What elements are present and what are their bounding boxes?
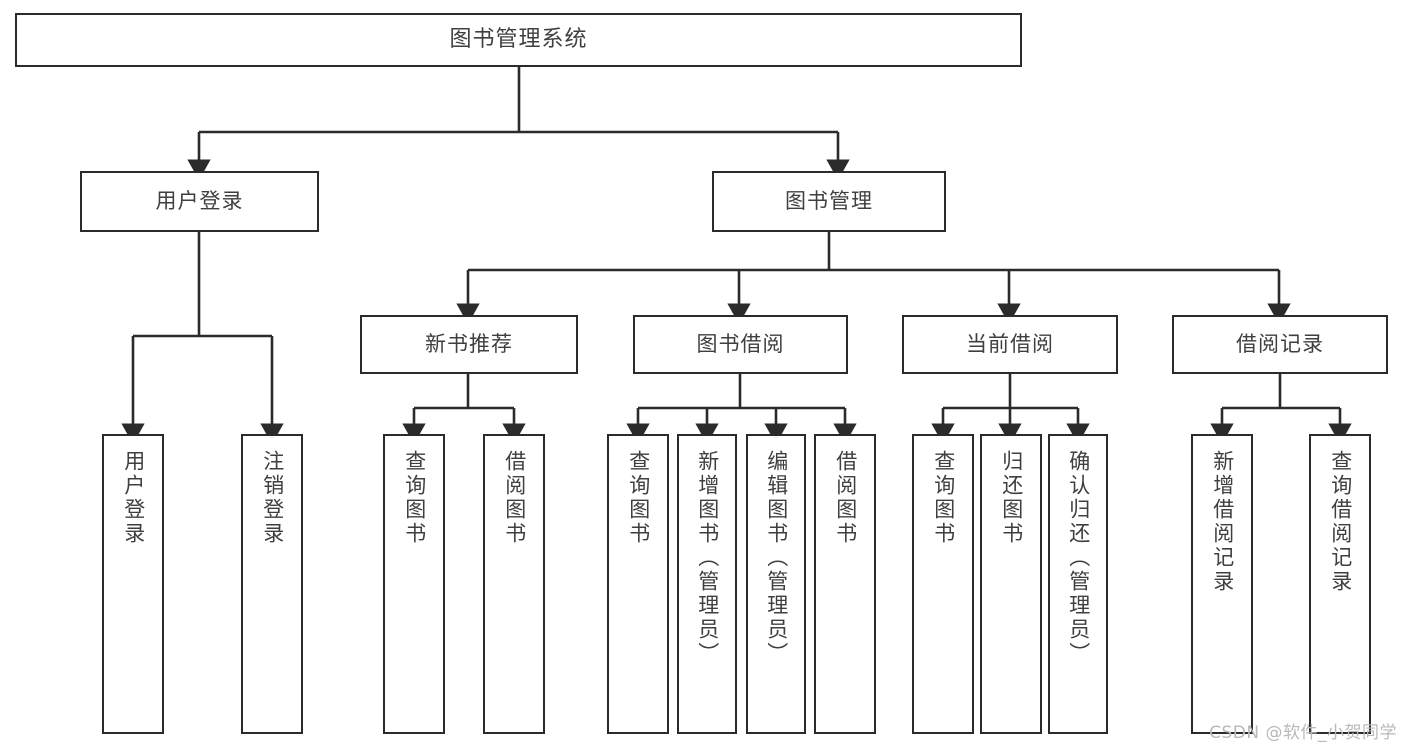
node-root-system[interactable]: 图书管理系统: [15, 13, 1022, 67]
node-label: 编辑图书（管理员）: [764, 450, 789, 666]
leaf-return-book[interactable]: 归还图书: [980, 434, 1042, 734]
leaf-user-login[interactable]: 用户登录: [102, 434, 164, 734]
leaf-add-book-admin[interactable]: 新增图书（管理员）: [677, 434, 737, 734]
leaf-edit-book-admin[interactable]: 编辑图书（管理员）: [746, 434, 806, 734]
node-book-borrow[interactable]: 图书借阅: [633, 315, 848, 374]
node-label: 借阅记录: [1236, 332, 1324, 357]
leaf-query-borrow-record[interactable]: 查询借阅记录: [1309, 434, 1371, 734]
leaf-confirm-return-admin[interactable]: 确认归还（管理员）: [1048, 434, 1108, 734]
node-label: 图书管理: [785, 189, 873, 214]
leaf-query-book-recommend[interactable]: 查询图书: [383, 434, 445, 734]
node-label: 借阅图书: [833, 450, 858, 546]
node-new-book-recommend[interactable]: 新书推荐: [360, 315, 578, 374]
leaf-borrow-book-recommend[interactable]: 借阅图书: [483, 434, 545, 734]
node-label: 图书借阅: [696, 332, 785, 357]
leaf-add-borrow-record[interactable]: 新增借阅记录: [1191, 434, 1253, 734]
node-borrow-record[interactable]: 借阅记录: [1172, 315, 1388, 374]
node-current-borrow[interactable]: 当前借阅: [902, 315, 1118, 374]
leaf-query-book-current[interactable]: 查询图书: [912, 434, 974, 734]
leaf-user-logout[interactable]: 注销登录: [241, 434, 303, 734]
node-book-management[interactable]: 图书管理: [712, 171, 946, 232]
node-label: 新增图书（管理员）: [695, 450, 720, 666]
node-label: 新书推荐: [425, 332, 513, 357]
node-label: 用户登录: [155, 189, 244, 214]
node-label: 新增借阅记录: [1210, 450, 1235, 594]
node-label: 借阅图书: [502, 450, 527, 546]
node-label: 查询借阅记录: [1328, 450, 1353, 594]
node-label: 查询图书: [931, 450, 956, 546]
node-label: 注销登录: [260, 450, 285, 546]
leaf-query-book-borrow[interactable]: 查询图书: [607, 434, 669, 734]
node-label: 当前借阅: [966, 332, 1054, 357]
node-label: 查询图书: [402, 450, 427, 546]
csdn-watermark: CSDN @软件_小贺同学: [1209, 723, 1397, 743]
leaf-borrow-book-borrow[interactable]: 借阅图书: [814, 434, 876, 734]
node-label: 查询图书: [626, 450, 651, 546]
node-label: 用户登录: [121, 450, 146, 546]
node-label: 归还图书: [999, 450, 1024, 546]
node-label: 确认归还（管理员）: [1066, 450, 1091, 666]
node-user-login[interactable]: 用户登录: [80, 171, 319, 232]
node-label: 图书管理系统: [449, 27, 588, 53]
